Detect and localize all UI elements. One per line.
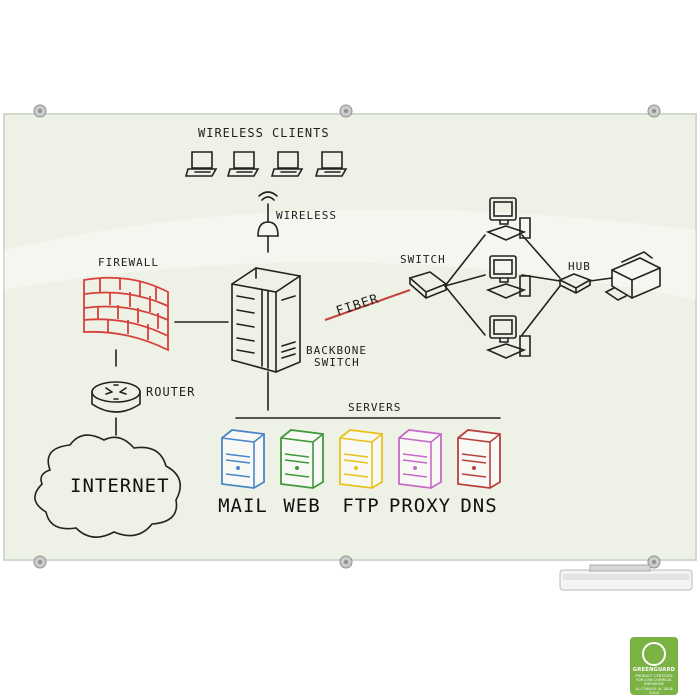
server-label: WEB <box>283 495 320 517</box>
internet-label: INTERNET <box>70 475 170 497</box>
workstation-icon <box>485 255 531 299</box>
marker-tray[interactable] <box>559 564 693 591</box>
server-row: MAIL WEB FTP PROXY DNS <box>218 429 501 517</box>
leaf-icon <box>642 642 666 666</box>
internet-cloud-icon <box>34 434 182 538</box>
backbone-switch-icon <box>231 267 301 373</box>
laptop-icon <box>314 151 348 177</box>
router-label: ROUTER <box>146 385 195 399</box>
servers-label: SERVERS <box>348 401 401 414</box>
router-icon <box>91 381 141 413</box>
standoff-bottom-right <box>647 555 661 569</box>
greenguard-footer: UL.COM/GG UL 2818 <box>635 686 673 691</box>
standoff-bottom-left <box>33 555 47 569</box>
server-label: FTP <box>342 495 379 517</box>
fiber-link <box>324 289 411 321</box>
greenguard-subtitle: PRODUCT CERTIFIED FOR LOW CHEMICAL EMISS… <box>635 674 673 687</box>
backbone-switch-label: SWITCH <box>314 356 360 369</box>
workstation-icon <box>485 315 531 359</box>
standoff-top-right <box>647 104 661 118</box>
connection-lines <box>115 234 613 436</box>
server-label: DNS <box>460 495 497 517</box>
server-proxy-icon <box>398 429 442 489</box>
switch-label: SWITCH <box>400 253 446 266</box>
server-label: PROXY <box>389 495 451 517</box>
laptop-icon <box>270 151 304 177</box>
laptop-icon <box>226 151 260 177</box>
wireless-clients-label: WIRELESS CLIENTS <box>198 126 330 140</box>
server-web-icon <box>280 429 324 489</box>
backbone-label: BACKBONE <box>306 344 367 357</box>
laptop-icon <box>184 151 218 177</box>
wireless-access-point-icon <box>257 191 279 237</box>
standoff-bottom-center <box>339 555 353 569</box>
wireless-label: WIRELESS <box>276 209 337 222</box>
network-switch-icon <box>408 271 448 299</box>
hub-icon <box>558 273 592 294</box>
printer-icon <box>604 251 661 301</box>
firewall-label: FIREWALL <box>98 256 159 269</box>
hub-label: HUB <box>568 260 591 273</box>
standoff-top-left <box>33 104 47 118</box>
greenguard-gold: GOLD <box>648 690 660 695</box>
server-label: MAIL <box>218 495 268 517</box>
server-ftp-icon <box>339 429 383 489</box>
server-mail-icon <box>221 429 265 489</box>
greenguard-badge: GREENGUARD PRODUCT CERTIFIED FOR LOW CHE… <box>630 637 678 695</box>
server-dns-icon <box>457 429 501 489</box>
standoff-top-center <box>339 104 353 118</box>
workstation-icon <box>485 197 531 241</box>
firewall-icon <box>83 276 169 352</box>
greenguard-name: GREENGUARD <box>632 667 676 673</box>
